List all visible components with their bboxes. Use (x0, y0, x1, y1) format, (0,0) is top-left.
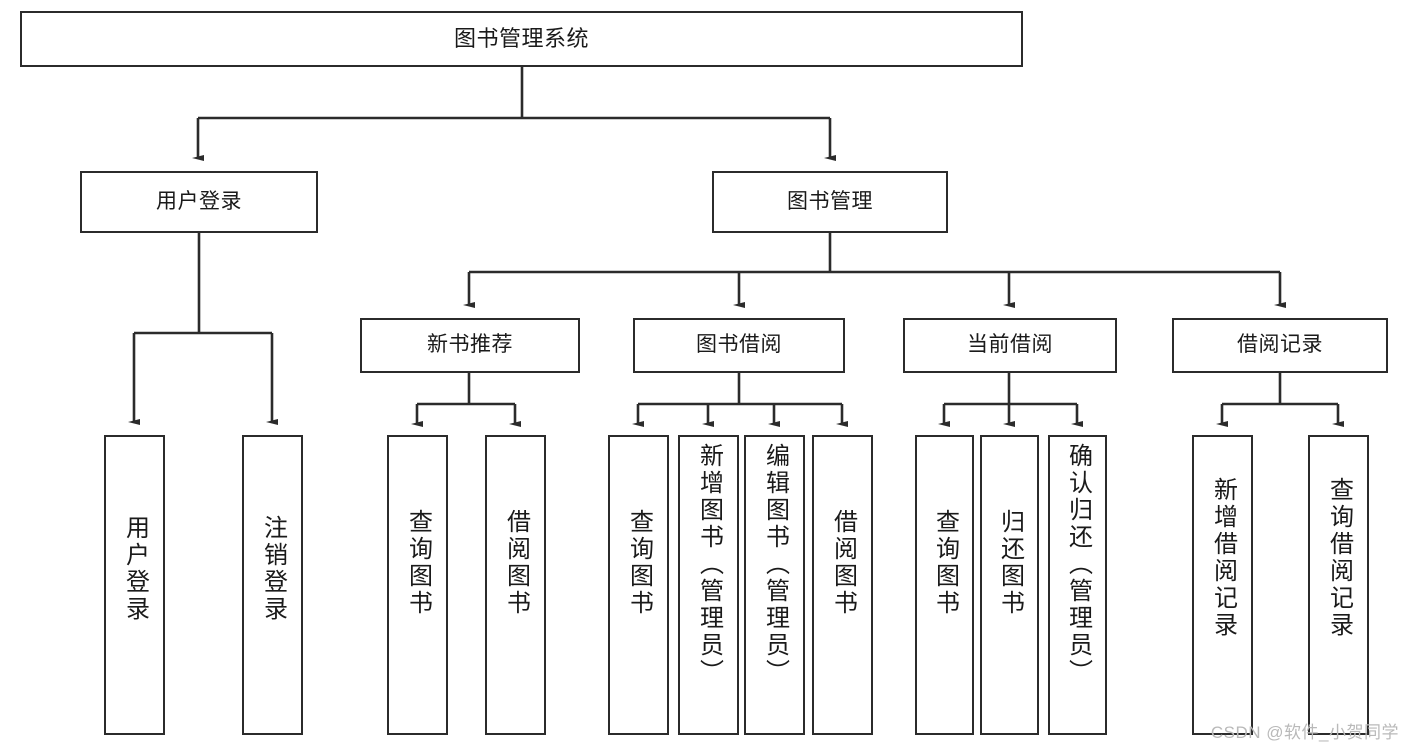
node-leaf-edit-book-admin[interactable]: 编辑图书（管理员） (744, 435, 805, 735)
node-leaf-user-login[interactable]: 用户登录 (104, 435, 165, 735)
node-leaf-add-borrow-record-label: 新增借阅记录 (1209, 477, 1237, 639)
node-leaf-logout-label: 注销登录 (259, 515, 287, 623)
node-leaf-add-book-admin[interactable]: 新增图书（管理员） (678, 435, 739, 735)
node-leaf-edit-book-admin-label: 编辑图书（管理员） (761, 443, 789, 686)
node-borrow-record-label: 借阅记录 (1237, 333, 1323, 357)
node-book-manage-label: 图书管理 (787, 189, 873, 213)
node-borrow-record[interactable]: 借阅记录 (1172, 318, 1388, 373)
node-root[interactable]: 图书管理系统 (20, 11, 1023, 67)
node-leaf-confirm-return-admin[interactable]: 确认归还（管理员） (1048, 435, 1107, 735)
node-leaf-user-login-label: 用户登录 (121, 515, 149, 623)
node-leaf-add-borrow-record[interactable]: 新增借阅记录 (1192, 435, 1253, 735)
node-leaf-query-book-borrow-label: 查询图书 (625, 509, 653, 617)
node-leaf-borrow-book[interactable]: 借阅图书 (812, 435, 873, 735)
node-new-book-recommend[interactable]: 新书推荐 (360, 318, 580, 373)
node-leaf-query-book-borrow[interactable]: 查询图书 (608, 435, 669, 735)
node-leaf-logout[interactable]: 注销登录 (242, 435, 303, 735)
node-leaf-return-book-label: 归还图书 (996, 509, 1024, 617)
node-leaf-query-book-current[interactable]: 查询图书 (915, 435, 974, 735)
node-leaf-query-book-recommend-label: 查询图书 (404, 509, 432, 617)
node-leaf-borrow-book-recommend-label: 借阅图书 (502, 509, 530, 617)
node-leaf-borrow-book-recommend[interactable]: 借阅图书 (485, 435, 546, 735)
node-leaf-return-book[interactable]: 归还图书 (980, 435, 1039, 735)
node-leaf-query-borrow-record[interactable]: 查询借阅记录 (1308, 435, 1369, 735)
csdn-watermark: CSDN @软件_小贺同学 (1210, 723, 1399, 742)
node-current-borrow-label: 当前借阅 (967, 333, 1053, 357)
node-leaf-add-book-admin-label: 新增图书（管理员） (695, 443, 723, 686)
node-leaf-query-book-current-label: 查询图书 (931, 509, 959, 617)
node-book-manage[interactable]: 图书管理 (712, 171, 948, 233)
node-root-label: 图书管理系统 (453, 26, 589, 52)
node-book-borrow[interactable]: 图书借阅 (633, 318, 845, 373)
node-leaf-confirm-return-admin-label: 确认归还（管理员） (1064, 443, 1092, 686)
node-user-login-label: 用户登录 (156, 189, 242, 213)
node-leaf-query-book-recommend[interactable]: 查询图书 (387, 435, 448, 735)
node-user-login[interactable]: 用户登录 (80, 171, 318, 233)
node-book-borrow-label: 图书借阅 (696, 333, 782, 357)
node-leaf-borrow-book-label: 借阅图书 (829, 509, 857, 617)
node-new-book-recommend-label: 新书推荐 (427, 333, 513, 357)
node-current-borrow[interactable]: 当前借阅 (903, 318, 1117, 373)
node-leaf-query-borrow-record-label: 查询借阅记录 (1325, 477, 1353, 639)
